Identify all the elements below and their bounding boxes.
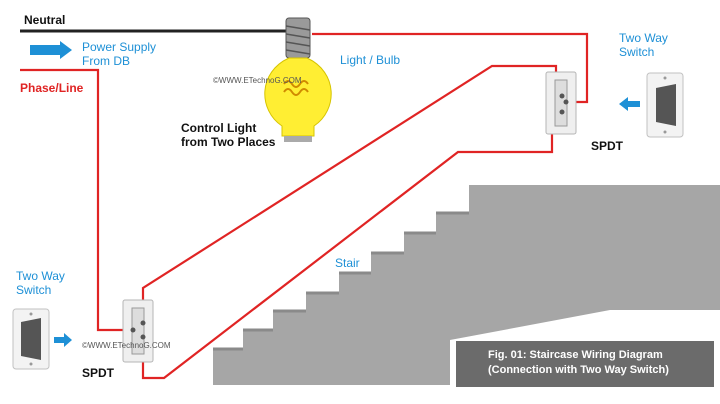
- bottom-two-way-switch-label: Two Way Switch: [16, 269, 65, 298]
- power-supply-label: Power Supply From DB: [82, 40, 156, 69]
- watermark-top: ©WWW.ETechnoG.COM: [213, 76, 302, 85]
- arrow-right-icon: [54, 333, 72, 347]
- stair-label: Stair: [335, 256, 360, 270]
- arrow-right-icon: [30, 41, 72, 59]
- control-light-line-2: from Two Places: [181, 135, 276, 150]
- caption-line-1: Fig. 01: Staircase Wiring Diagram: [488, 349, 663, 361]
- power-supply-line-2: From DB: [82, 54, 130, 69]
- phase-line-label: Phase/Line: [20, 81, 84, 95]
- top-two-way-line-2: Switch: [619, 45, 655, 60]
- control-light-label: Control Light from Two Places: [181, 121, 275, 150]
- rocker-switch-icon: [646, 72, 684, 138]
- bottom-spdt-label: SPDT: [82, 366, 115, 380]
- phase-line-wire: [20, 68, 133, 332]
- top-spdt-label: SPDT: [591, 139, 624, 153]
- bottom-spdt-switch: [122, 299, 154, 363]
- caption-line-2: (Connection with Two Way Switch): [488, 363, 669, 376]
- bottom-two-way-line-1: Two Way: [16, 269, 65, 283]
- watermark-bottom: ©WWW.ETechnoG.COM: [82, 341, 171, 350]
- control-light-line-1: Control Light: [181, 121, 257, 135]
- bottom-two-way-line-2: Switch: [16, 283, 52, 298]
- stair-steps: [213, 211, 469, 351]
- light-bulb-label: Light / Bulb: [340, 53, 401, 67]
- neutral-label: Neutral: [24, 13, 66, 27]
- rocker-switch-icon: [12, 308, 50, 370]
- figure-caption: Fig. 01: Staircase Wiring Diagram (Conne…: [456, 341, 714, 387]
- top-spdt-switch: [545, 71, 577, 135]
- top-two-way-line-1: Two Way: [619, 31, 668, 45]
- arrow-left-icon: [619, 97, 640, 111]
- power-supply-line-1: Power Supply: [82, 40, 157, 54]
- light-bulb-icon: [264, 17, 332, 142]
- stair-structure: [213, 185, 720, 385]
- top-two-way-switch-label: Two Way Switch: [619, 31, 668, 60]
